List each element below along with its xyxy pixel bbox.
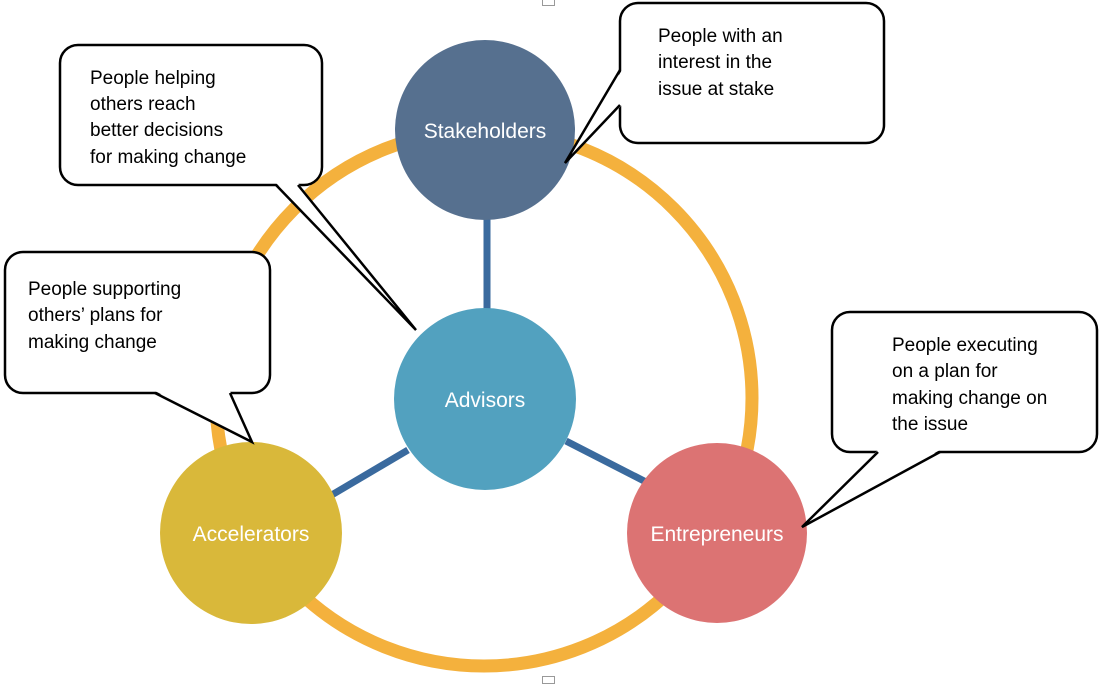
node-label: Advisors [445, 389, 526, 412]
connector-entrepreneurs [564, 437, 648, 486]
callout-advisors[interactable]: People helping others reach better decis… [58, 43, 417, 331]
node-accelerators[interactable]: Accelerators [160, 442, 342, 624]
callout-text: People with an interest in the issue at … [658, 26, 788, 100]
callout-accelerators[interactable]: People supporting others’ plans for maki… [3, 250, 272, 445]
connector-accelerators [328, 446, 410, 500]
selection-handle-top[interactable] [542, 0, 555, 6]
node-label: Entrepreneurs [650, 523, 783, 546]
node-label: Stakeholders [424, 120, 547, 143]
callout-text: People executing on a plan for making ch… [892, 335, 1053, 435]
callout-text: People supporting others’ plans for maki… [28, 279, 186, 353]
node-entrepreneurs[interactable]: Entrepreneurs [627, 443, 807, 623]
callout-stakeholders[interactable]: People with an interest in the issue at … [563, 1, 886, 164]
node-label: Accelerators [193, 523, 310, 546]
node-advisors[interactable]: Advisors [394, 308, 576, 490]
callout-text: People helping others reach better decis… [90, 68, 246, 168]
node-stakeholders[interactable]: Stakeholders [395, 40, 575, 220]
connectors [328, 215, 648, 500]
callout-entrepreneurs[interactable]: People executing on a plan for making ch… [801, 310, 1099, 529]
